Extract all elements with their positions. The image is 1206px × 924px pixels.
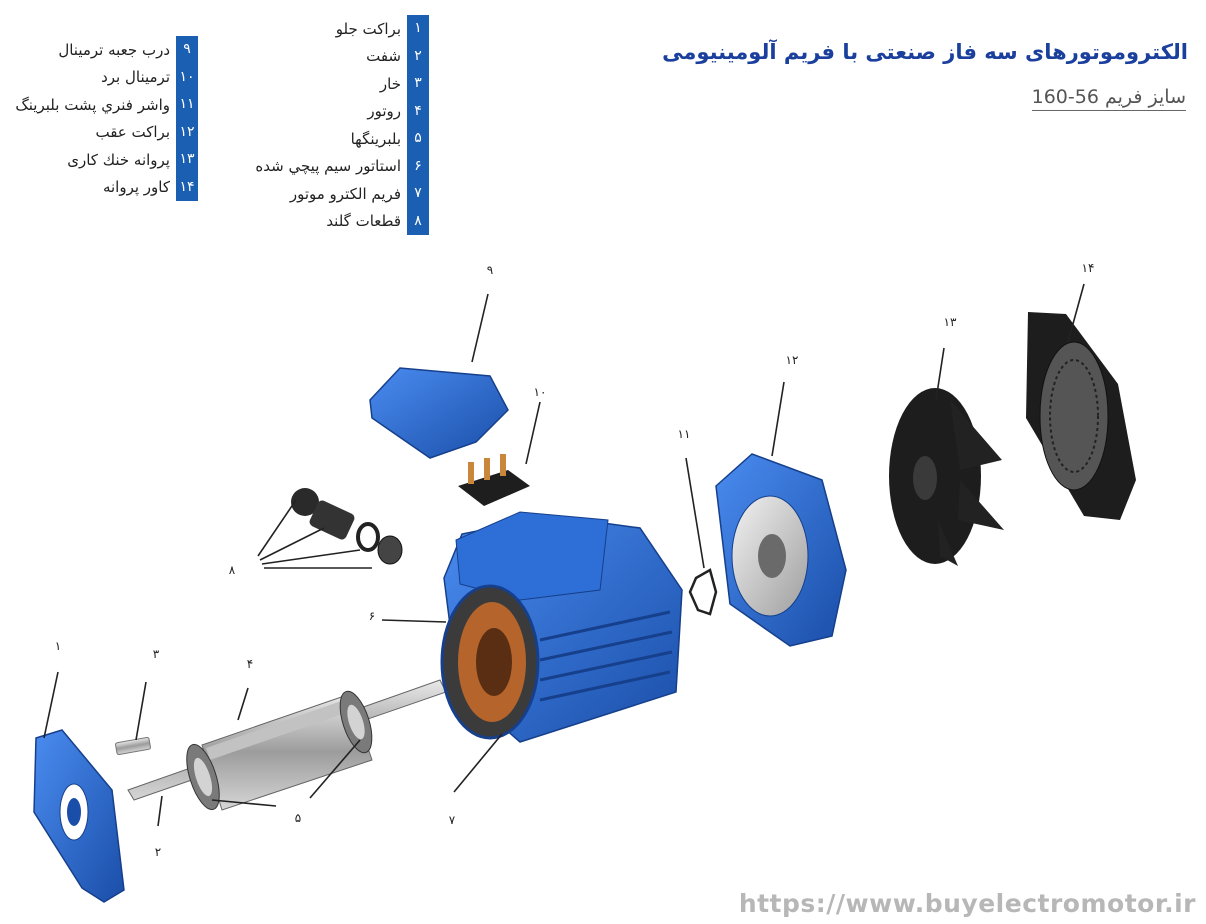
rotor-shaft-assembly bbox=[127, 679, 447, 811]
legend-label: پروانه خنك کاری bbox=[67, 150, 170, 169]
cooling-fan bbox=[889, 388, 1004, 566]
legend-item: ۴ روتور bbox=[255, 97, 429, 125]
callout-10: ۱۰ bbox=[534, 385, 547, 399]
website-url: https://www.buyelectromotor.ir bbox=[738, 889, 1196, 918]
parts-legend-right: ۱ براکت جلو ۲ شفت ۳ خار ۴ روتور ۵ بلبرینگها ۶ استات… bbox=[255, 15, 429, 235]
page-title: الکتروموتورهای سه فاز صنعتی با فریم آلوم… bbox=[662, 40, 1188, 64]
legend-item: ۵ بلبرینگها bbox=[255, 125, 429, 153]
frame-size-subtitle: سایز فریم 56-160 bbox=[1031, 86, 1186, 111]
terminal-box-cover bbox=[369, 367, 509, 459]
motor-frame-with-stator bbox=[440, 511, 683, 743]
parts-legend-left: ۹ درب جعبه ترمینال ۱۰ ترمینال برد ۱۱ واشر فنر… bbox=[15, 36, 198, 201]
legend-number-badge: ۲ bbox=[407, 42, 429, 70]
legend-number-badge: ۴ bbox=[407, 97, 429, 125]
legend-label: درب جعبه ترمینال bbox=[58, 40, 170, 59]
callout-1: ۱ bbox=[55, 639, 61, 653]
leader-lines bbox=[43, 283, 1085, 827]
legend-item: ۷ فریم الکترو موتور bbox=[255, 180, 429, 208]
legend-item: ۲ شفت bbox=[255, 42, 429, 70]
legend-item: ۱۱ واشر فنري پشت بلبرینگ bbox=[15, 91, 198, 119]
legend-number-badge: ۱۴ bbox=[176, 173, 198, 201]
key-part bbox=[115, 736, 151, 756]
legend-number-badge: ۱۲ bbox=[176, 118, 198, 146]
legend-label: واشر فنري پشت بلبرینگ bbox=[15, 95, 170, 114]
legend-label: فریم الکترو موتور bbox=[289, 184, 401, 203]
legend-number-badge: ۱ bbox=[407, 15, 429, 43]
legend-number-badge: ۱۱ bbox=[176, 91, 198, 119]
legend-label: براکت عقب bbox=[95, 123, 170, 142]
callout-3: ۳ bbox=[153, 647, 160, 661]
callout-8: ۸ bbox=[229, 563, 236, 577]
legend-item: ۶ استاتور سیم پیچي شده bbox=[255, 152, 429, 180]
legend-item: ۱۴ کاور پروانه bbox=[15, 173, 198, 201]
legend-number-badge: ۸ bbox=[407, 207, 429, 235]
legend-number-badge: ۳ bbox=[407, 70, 429, 98]
legend-label: براکت جلو bbox=[335, 19, 401, 38]
legend-number-badge: ۶ bbox=[407, 152, 429, 180]
terminal-board bbox=[458, 454, 530, 506]
rear-bracket bbox=[715, 453, 847, 647]
callout-5: ۵ bbox=[295, 811, 301, 825]
fan-cover bbox=[1026, 312, 1136, 520]
callout-13: ۱۳ bbox=[944, 315, 957, 329]
callout-11: ۱۱ bbox=[678, 427, 691, 441]
legend-number-badge: ۱۳ bbox=[176, 146, 198, 174]
legend-label: کاور پروانه bbox=[102, 178, 170, 197]
legend-label: ترمینال برد bbox=[101, 68, 170, 87]
legend-item: ۱۳ پروانه خنك کاری bbox=[15, 146, 198, 174]
legend-number-badge: ۱۰ bbox=[176, 63, 198, 91]
legend-item: ۳ خار bbox=[255, 70, 429, 98]
callout-9: ۹ bbox=[487, 263, 493, 277]
callout-2: ۲ bbox=[155, 845, 161, 859]
legend-label: قطعات گلند bbox=[326, 212, 401, 231]
legend-label: شفت bbox=[366, 47, 401, 66]
legend-label: روتور bbox=[367, 102, 401, 121]
callout-12: ۱۲ bbox=[786, 353, 799, 367]
callout-4: ۴ bbox=[247, 657, 253, 671]
legend-label: استاتور سیم پیچي شده bbox=[255, 157, 401, 176]
legend-item: ۸ قطعات گلند bbox=[255, 207, 429, 235]
callout-7: ۷ bbox=[449, 813, 456, 827]
callout-14: ۱۴ bbox=[1082, 261, 1095, 275]
legend-label: خار bbox=[379, 74, 401, 93]
legend-item: ۹ درب جعبه ترمینال bbox=[15, 36, 198, 64]
spring-washer bbox=[688, 568, 718, 616]
legend-item: ۱۲ براکت عقب bbox=[15, 118, 198, 146]
legend-item: ۱۰ ترمینال برد bbox=[15, 63, 198, 91]
legend-item: ۱ براکت جلو bbox=[255, 15, 429, 43]
legend-number-badge: ۵ bbox=[407, 125, 429, 153]
front-bracket-part bbox=[33, 729, 125, 903]
legend-number-badge: ۹ bbox=[176, 36, 198, 64]
legend-label: بلبرینگها bbox=[350, 129, 401, 148]
callout-6: ۶ bbox=[369, 609, 375, 623]
legend-number-badge: ۷ bbox=[407, 180, 429, 208]
